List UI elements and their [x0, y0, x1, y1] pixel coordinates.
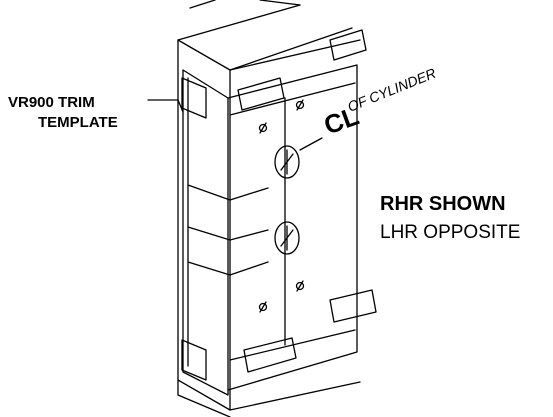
cylinder-label: OF CYLINDER [345, 65, 438, 115]
cylinder-cross-lower [280, 225, 294, 251]
screw-mark [258, 123, 268, 133]
tape-bottom-left [181, 339, 207, 381]
tape-top-right [329, 29, 367, 61]
screw-mark [295, 100, 305, 110]
cylinder-hole-lower [274, 221, 300, 255]
template-label-line2: TEMPLATE [38, 114, 118, 131]
door-front-face [229, 39, 361, 411]
leader-line-cl [299, 137, 323, 151]
door-side-face [177, 39, 231, 411]
tape-bottom-mid [243, 337, 297, 373]
template-line-a [229, 187, 269, 201]
template-line-c [229, 261, 269, 276]
screw-marks [258, 99, 305, 313]
template-line-top [229, 82, 356, 116]
screw-slash [259, 122, 267, 134]
template-label-line1: VR900 TRIM [8, 94, 95, 111]
template-leader-line [147, 99, 184, 113]
cylinder-label-group: OF CYLINDER [345, 65, 438, 115]
fold-line-2 [187, 226, 231, 241]
door-top-edge [177, 4, 353, 71]
template-line-b [229, 229, 269, 241]
screw-slash [296, 99, 304, 111]
tape-top-mid [237, 77, 285, 111]
fold-line-1 [187, 184, 231, 201]
template-line-bottom [229, 329, 356, 361]
handing-shown-label: RHR SHOWN [380, 193, 506, 215]
door-edge-drawing [147, 0, 377, 417]
top-break-lines [189, 0, 301, 9]
template-face [227, 64, 358, 391]
cylinder-cross-upper [280, 149, 294, 175]
handing-opposite-label: LHR OPPOSITE [380, 222, 520, 243]
door-bottom-edge [177, 379, 231, 417]
tape-bottom-right [329, 289, 377, 323]
fold-line-3 [187, 261, 231, 276]
tape-top-left [181, 77, 207, 119]
screw-mark [258, 302, 268, 312]
template-sheet [182, 69, 229, 396]
cylinder-hole-upper [274, 145, 300, 179]
screw-slash [259, 301, 267, 313]
screw-slash [296, 280, 304, 292]
tape-pieces [181, 29, 377, 381]
screw-mark [295, 281, 305, 291]
